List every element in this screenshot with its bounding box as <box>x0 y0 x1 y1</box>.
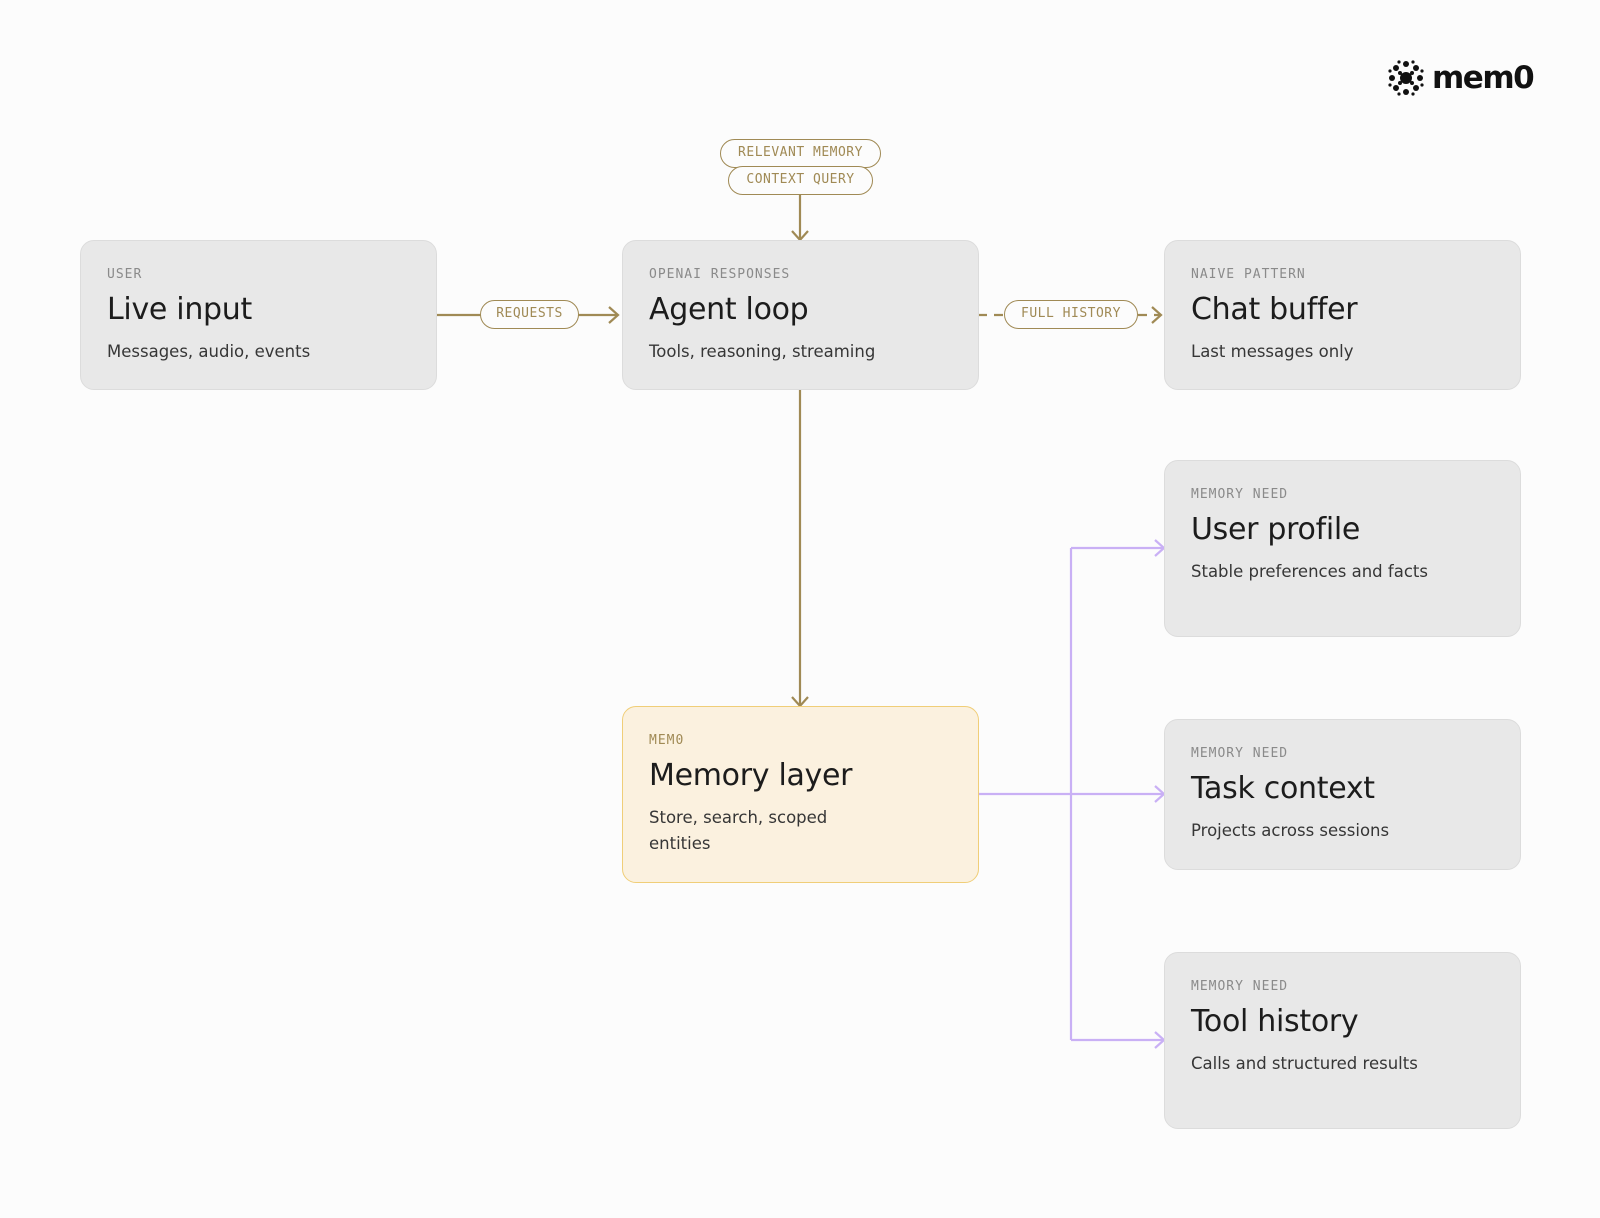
node-live-input: USER Live input Messages, audio, events <box>80 240 437 390</box>
node-description: Store, search, scoped entities <box>649 808 828 853</box>
mem0-logo: mem0 <box>1388 58 1535 98</box>
node-description: Messages, audio, events <box>107 342 311 361</box>
node-memory-layer: MEM0 Memory layer Store, search, scoped … <box>622 706 979 883</box>
node-description: Projects across sessions <box>1191 821 1390 840</box>
node-kicker: MEM0 <box>649 733 685 748</box>
node-kicker: OPENAI RESPONSES <box>649 267 791 282</box>
node-kicker: MEMORY NEED <box>1191 979 1289 994</box>
node-kicker: MEMORY NEED <box>1191 487 1289 502</box>
node-kicker: NAIVE PATTERN <box>1191 267 1306 282</box>
node-title: User profile <box>1191 512 1361 547</box>
edge-label-requests: REQUESTS <box>480 300 579 329</box>
mem0-dots-icon <box>1388 60 1424 96</box>
node-kicker: MEMORY NEED <box>1191 746 1289 761</box>
node-chat-buffer: NAIVE PATTERN Chat buffer Last messages … <box>1164 240 1521 390</box>
node-kicker: USER <box>107 267 143 282</box>
node-title: Live input <box>107 292 252 327</box>
node-title: Task context <box>1191 771 1375 806</box>
edge-label-relevant-memory: RELEVANT MEMORY <box>720 139 881 168</box>
node-description: Tools, reasoning, streaming <box>649 342 876 361</box>
logo-wordmark: mem0 <box>1432 60 1535 96</box>
node-agent-loop: OPENAI RESPONSES Agent loop Tools, reaso… <box>622 240 979 390</box>
node-title: Agent loop <box>649 292 809 327</box>
node-description: Last messages only <box>1191 342 1354 361</box>
node-title: Memory layer <box>649 758 853 793</box>
edge-label-context-query: CONTEXT QUERY <box>728 166 873 195</box>
edge-requests-arrowhead <box>608 306 620 324</box>
edge-full-history-arrowhead <box>1151 306 1163 324</box>
node-title: Chat buffer <box>1191 292 1358 327</box>
node-description: Stable preferences and facts <box>1191 562 1428 581</box>
node-description: Calls and structured results <box>1191 1054 1418 1073</box>
edge-label-full-history: FULL HISTORY <box>1004 300 1138 329</box>
node-task-context: MEMORY NEED Task context Projects across… <box>1164 719 1521 870</box>
node-tool-history: MEMORY NEED Tool history Calls and struc… <box>1164 952 1521 1129</box>
node-user-profile: MEMORY NEED User profile Stable preferen… <box>1164 460 1521 637</box>
node-title: Tool history <box>1191 1004 1359 1039</box>
